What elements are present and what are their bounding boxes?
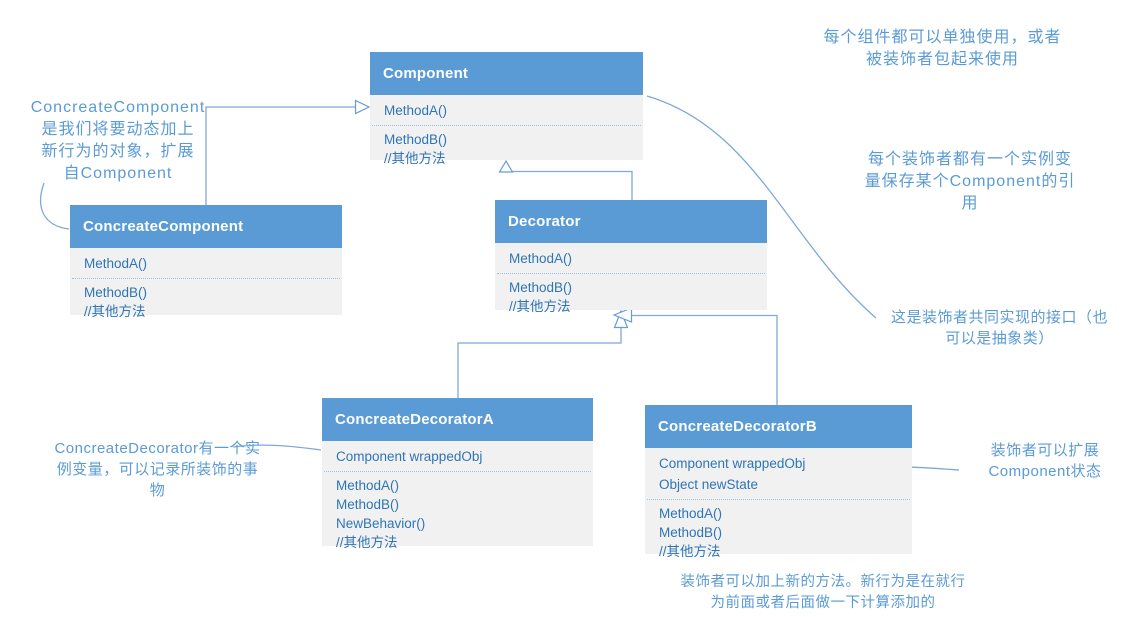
member-method: MethodA() xyxy=(384,103,448,118)
class-component: Component MethodA() MethodB() //其他方法 xyxy=(370,52,643,166)
class-concreate-component: ConcreateComponent MethodA() MethodB() /… xyxy=(70,205,342,319)
class-concreate-decorator-a: ConcreateDecoratorA Component wrappedObj… xyxy=(322,398,593,550)
member-comment: //其他方法 xyxy=(336,535,398,550)
member-method: MethodB() xyxy=(384,132,448,147)
note-bottom-left: ConcreateDecorator有一个实 例变量，可以记录所装饰的事 物 xyxy=(30,438,285,501)
hollow-arrow-right-icon xyxy=(354,99,371,115)
class-concreate-decorator-b: ConcreateDecoratorB Component wrappedObj… xyxy=(645,405,912,559)
member-comment: //其他方法 xyxy=(509,299,571,314)
compartment-divider xyxy=(497,273,765,274)
compartment-divider xyxy=(647,499,910,500)
note-line: 是我们将要动态加上 xyxy=(41,121,195,138)
note-line: 量保存某个Component的引 xyxy=(864,173,1076,190)
note-right-mid: 每个装饰者都有一个实例变 量保存某个Component的引 用 xyxy=(800,149,1140,215)
member-field: Component wrappedObj xyxy=(659,456,806,471)
generalization-decoratorA-decorator xyxy=(457,328,622,398)
class-concreate-decorator-a-body: Component wrappedObj MethodA() MethodB()… xyxy=(322,441,593,550)
class-decorator-title: Decorator xyxy=(495,200,767,243)
note-top-right: 每个组件都可以单独使用，或者 被装饰者包起来使用 xyxy=(745,27,1140,71)
compartment-divider xyxy=(372,125,641,126)
member-field: Component wrappedObj xyxy=(336,449,483,464)
generalization-concreatecomponent-component xyxy=(205,106,355,205)
note-line: 用 xyxy=(961,195,979,212)
note-line: 为前面或者后面做一下计算添加的 xyxy=(710,595,936,611)
member-comment: //其他方法 xyxy=(659,544,721,559)
compartment-divider xyxy=(72,278,340,279)
class-concreate-decorator-a-title: ConcreateDecoratorA xyxy=(322,398,593,441)
note-line: 新行为的对象，扩展 xyxy=(41,143,195,160)
note-line: 可以是抽象类） xyxy=(945,330,1054,347)
member-field: Object newState xyxy=(659,477,759,492)
note-line: 装饰者可以扩展 xyxy=(990,442,1100,459)
note-line: ConcreateComponent xyxy=(30,99,206,116)
class-component-body: MethodA() MethodB() //其他方法 xyxy=(370,95,643,166)
member-method: MethodB() xyxy=(509,280,573,295)
note-line: 物 xyxy=(149,482,166,499)
member-comment: //其他方法 xyxy=(84,304,146,319)
class-component-title: Component xyxy=(370,52,643,95)
note-bottom: 装饰者可以加上新的方法。新行为是在就行 为前面或者后面做一下计算添加的 xyxy=(648,572,998,614)
member-method: MethodB() xyxy=(659,525,723,540)
member-method: MethodB() xyxy=(84,285,148,300)
member-method: MethodA() xyxy=(659,506,723,521)
leader-note-left xyxy=(39,182,70,230)
note-extend: 装饰者可以扩展 Component状态 xyxy=(950,440,1140,482)
member-method: MethodA() xyxy=(84,256,148,271)
note-line: 例变量，可以记录所装饰的事 xyxy=(56,461,259,478)
note-line: 被装饰者包起来使用 xyxy=(865,51,1019,68)
generalization-decorator-component xyxy=(512,170,633,200)
member-method: MethodA() xyxy=(336,478,400,493)
note-line: 自Component xyxy=(63,165,173,182)
note-line: 每个装饰者都有一个实例变 xyxy=(867,151,1072,168)
class-decorator-body: MethodA() MethodB() //其他方法 xyxy=(495,243,767,314)
member-method: MethodB() xyxy=(336,497,400,512)
class-decorator: Decorator MethodA() MethodB() //其他方法 xyxy=(495,200,767,314)
member-method: MethodA() xyxy=(509,251,573,266)
compartment-divider xyxy=(324,471,591,472)
note-interface: 这是装饰者共同实现的接口（也 可以是抽象类） xyxy=(852,307,1145,349)
note-line: Component状态 xyxy=(988,463,1102,480)
class-concreate-decorator-b-title: ConcreateDecoratorB xyxy=(645,405,912,448)
class-concreate-component-body: MethodA() MethodB() //其他方法 xyxy=(70,248,342,319)
member-comment: //其他方法 xyxy=(384,151,446,166)
note-line: 这是装饰者共同实现的接口（也 xyxy=(890,309,1108,326)
note-line: ConcreateDecorator有一个实 xyxy=(54,440,261,457)
member-method: NewBehavior() xyxy=(336,516,426,531)
class-concreate-decorator-b-body: Component wrappedObj Object newState Met… xyxy=(645,448,912,559)
class-concreate-component-title: ConcreateComponent xyxy=(70,205,342,248)
note-line: 装饰者可以加上新的方法。新行为是在就行 xyxy=(680,574,966,590)
note-left: ConcreateComponent 是我们将要动态加上 新行为的对象，扩展 自… xyxy=(22,97,214,185)
generalization-decoratorB-decorator xyxy=(632,314,778,405)
note-line: 每个组件都可以单独使用，或者 xyxy=(823,29,1062,46)
